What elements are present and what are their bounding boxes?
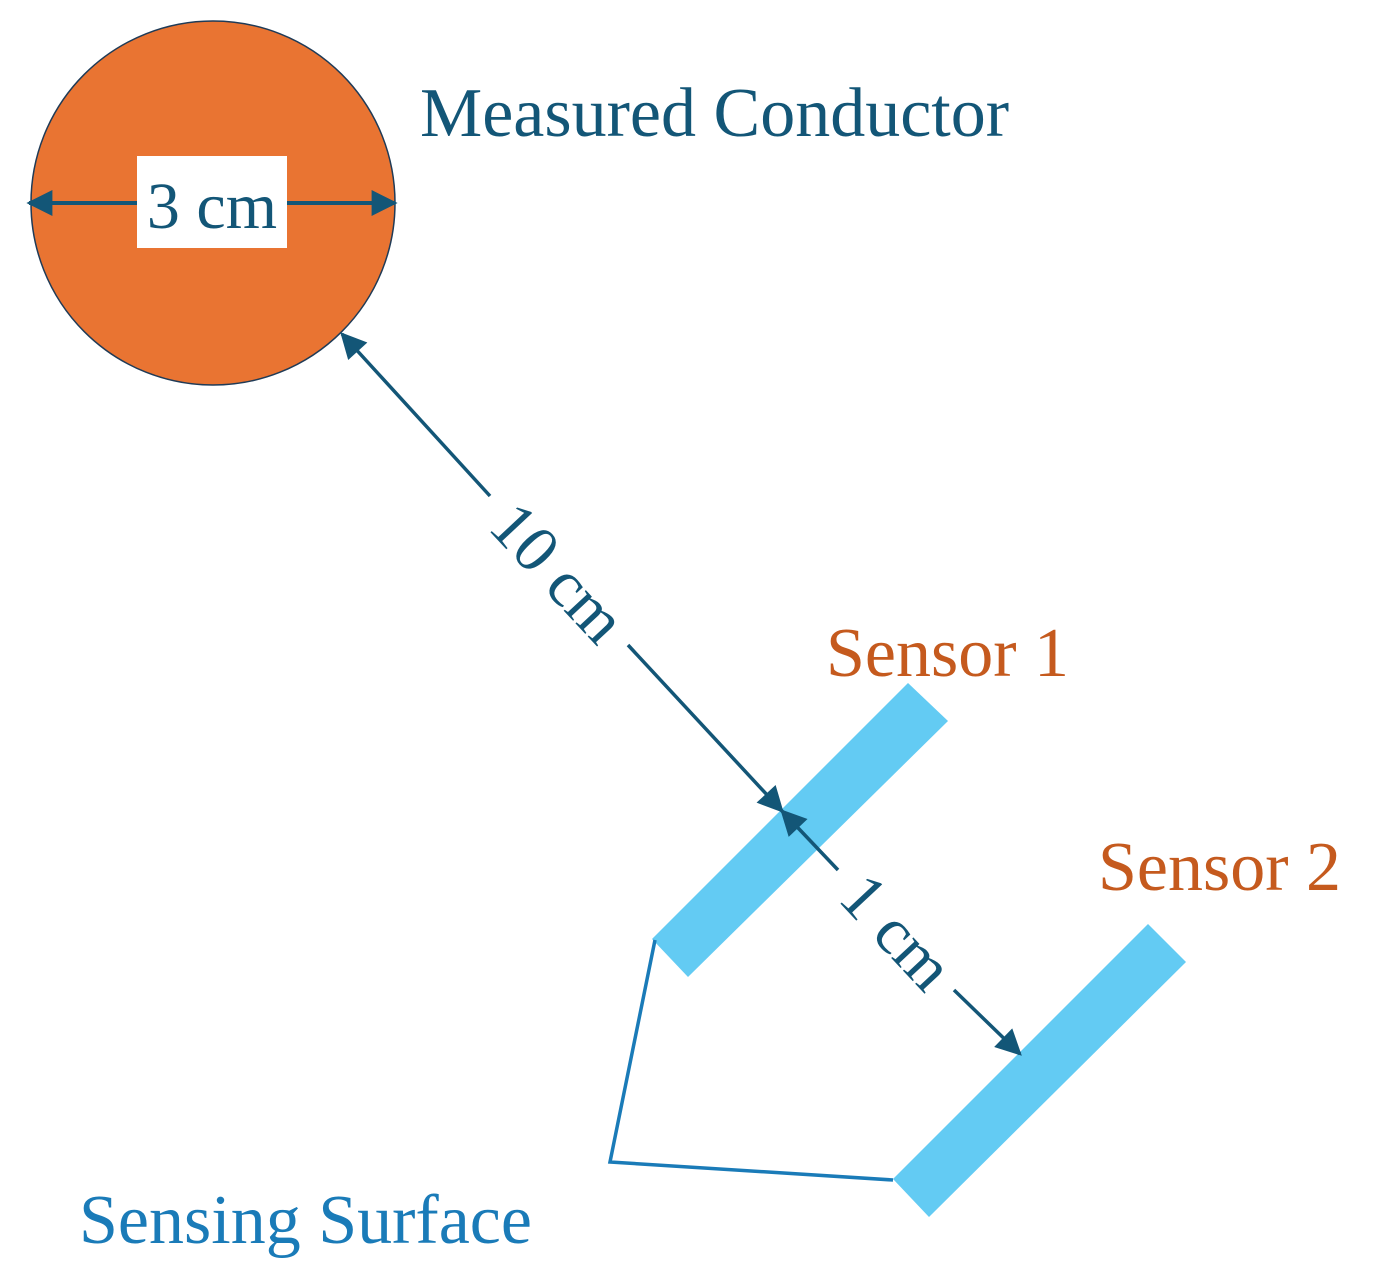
sensor-1-label: Sensor 1 bbox=[826, 615, 1069, 692]
sensing-surface-outline bbox=[607, 939, 894, 1182]
distance-10cm-arrow-upper bbox=[340, 332, 492, 498]
distance-1cm-arrow-lower bbox=[952, 988, 1022, 1056]
distance-1cm-arrow-upper bbox=[780, 809, 840, 872]
sensing-surface-label: Sensing Surface bbox=[79, 1182, 532, 1259]
diameter-label: 3 cm bbox=[147, 170, 277, 243]
distance-10cm-arrow-lower bbox=[626, 643, 784, 813]
distance-10cm-label: 10 cm bbox=[476, 488, 641, 657]
sensor-2-label: Sensor 2 bbox=[1098, 829, 1341, 906]
conductor-title: Measured Conductor bbox=[420, 75, 1009, 152]
distance-1cm-label: 1 cm bbox=[826, 860, 968, 1005]
sensor-2-bar bbox=[893, 924, 1186, 1217]
diameter-label-box bbox=[137, 156, 287, 248]
